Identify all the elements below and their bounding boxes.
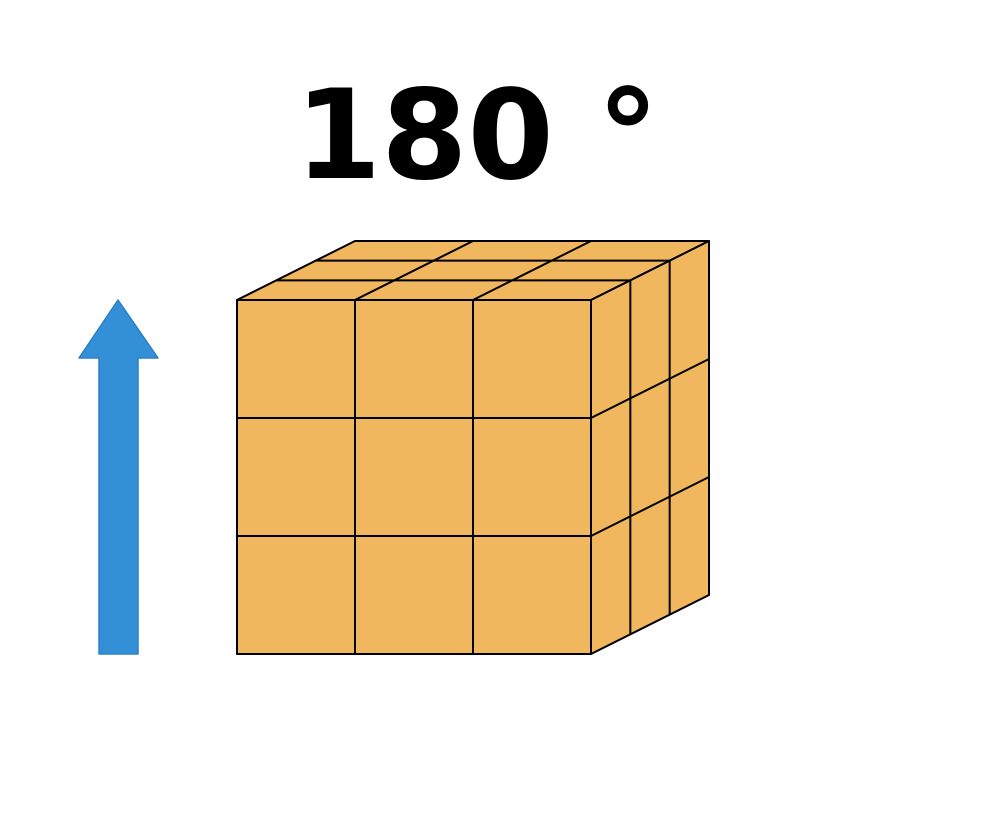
top-grid-line	[354, 240, 474, 301]
cube-front-face	[236, 299, 592, 655]
right-grid-line	[590, 476, 710, 537]
up-arrow-icon	[78, 299, 159, 655]
top-grid-line	[472, 240, 592, 301]
cube-right-face	[590, 240, 710, 655]
right-grid-line	[590, 358, 710, 419]
cube-3x3	[236, 240, 710, 655]
angle-label: 180 °	[295, 64, 659, 208]
